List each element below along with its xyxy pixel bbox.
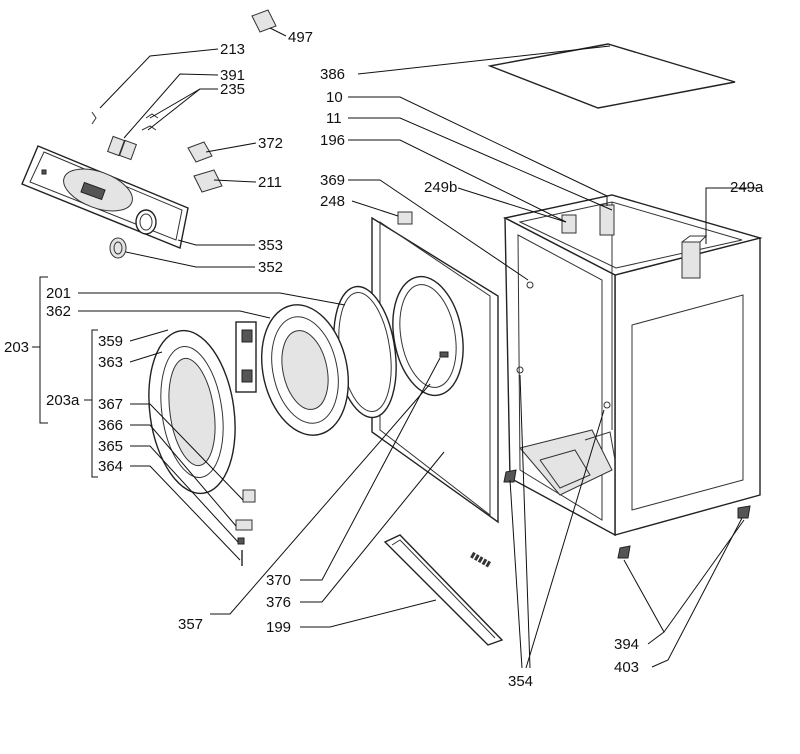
part-labels: 497 213 391 235 386 10 11 196 372 211 36… [4,29,764,690]
small-parts [91,9,277,193]
label-370: 370 [266,572,291,589]
label-211: 211 [258,174,282,191]
label-203a: 203a [46,392,80,409]
label-366: 366 [98,417,123,434]
label-365: 365 [98,438,123,455]
door-hinge [235,321,257,393]
label-369: 369 [320,172,345,189]
label-364: 364 [98,458,123,475]
label-235: 235 [220,81,245,98]
cabinet-body [502,194,763,537]
label-201: 201 [46,285,71,302]
plinth: ▮▮▮▮▮ [383,534,504,646]
label-359: 359 [98,333,123,350]
door-latch-parts [235,489,256,566]
label-10: 10 [326,89,343,106]
label-372: 372 [258,135,283,152]
label-353: 353 [258,237,283,254]
feet [503,469,751,559]
label-213: 213 [220,41,245,58]
knob [109,237,127,259]
door-outer-ring [148,329,236,495]
label-403: 403 [614,659,639,676]
label-386: 386 [320,66,345,83]
top-plate [487,43,736,109]
label-199: 199 [266,619,291,636]
label-352: 352 [258,259,283,276]
label-196: 196 [320,132,345,149]
label-203: 203 [4,339,29,356]
label-248: 248 [320,193,345,210]
svg-text:▮▮▮▮▮: ▮▮▮▮▮ [469,550,493,569]
label-11: 11 [326,110,342,127]
label-249b: 249b [424,179,457,196]
front-panel [371,211,499,524]
label-249a: 249a [730,179,764,196]
label-367: 367 [98,396,123,413]
label-376: 376 [266,594,291,611]
label-497: 497 [288,29,313,46]
label-362: 362 [46,303,71,320]
leader-lines [32,27,760,669]
label-363: 363 [98,354,123,371]
label-354: 354 [508,673,533,690]
label-394: 394 [614,636,639,653]
control-panel [21,145,189,249]
label-391: 391 [220,67,245,84]
door-inner-ring [260,304,350,436]
label-357: 357 [178,616,203,633]
